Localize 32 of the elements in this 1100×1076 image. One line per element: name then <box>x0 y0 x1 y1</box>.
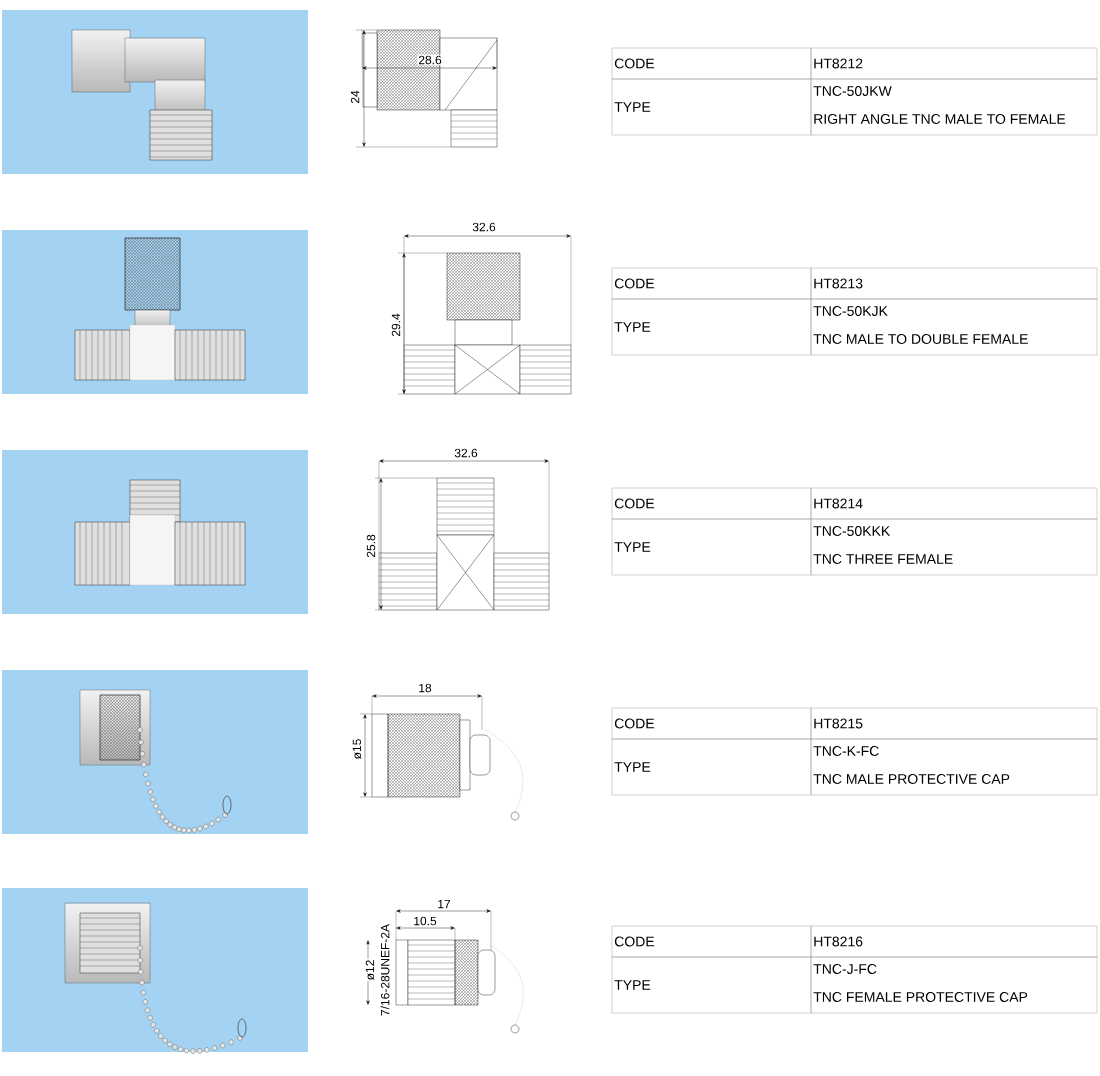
table-cell: TNC-J-FC TNC FEMALE PROTECTIVE CAP <box>810 956 1098 1014</box>
dimension-label: ø12 <box>364 958 376 982</box>
table-cell: CODE <box>611 707 812 740</box>
table-cell: TNC-K-FC TNC MALE PROTECTIVE CAP <box>810 738 1098 796</box>
table-cell: TYPE <box>611 298 812 356</box>
dimension-label: 10.5 <box>412 915 438 927</box>
table-cell: TNC-50JKW RIGHT ANGLE TNC MALE TO FEMALE <box>810 78 1098 136</box>
table-cell: TYPE <box>611 738 812 796</box>
table-cell: HT8212 <box>810 47 1098 80</box>
table-cell: HT8216 <box>810 925 1098 958</box>
dimension-label: 7/16-28UNEF-2A <box>379 923 391 1018</box>
table-cell: HT8213 <box>810 267 1098 300</box>
table-cell: TYPE <box>611 78 812 136</box>
table-cell: TYPE <box>611 518 812 576</box>
dimension-label: 18 <box>417 682 433 694</box>
table-cell: HT8215 <box>810 707 1098 740</box>
table-cell: TYPE <box>611 956 812 1014</box>
dimension-label: 24 <box>349 89 361 105</box>
table-cell: CODE <box>611 267 812 300</box>
table-cell: TNC-50KKK TNC THREE FEMALE <box>810 518 1098 576</box>
dimension-label: 28.6 <box>417 54 443 66</box>
table-cell: CODE <box>611 925 812 958</box>
table-cell: TNC-50KJK TNC MALE TO DOUBLE FEMALE <box>810 298 1098 356</box>
dimension-label: 25.8 <box>365 533 377 559</box>
table-cell: CODE <box>611 487 812 520</box>
dimension-label: 29.4 <box>390 312 402 338</box>
table-cell: CODE <box>611 47 812 80</box>
dimension-label: ø15 <box>351 737 363 761</box>
dimension-label: 32.6 <box>453 447 479 459</box>
dimension-label: 32.6 <box>471 221 497 233</box>
dimension-label: 17 <box>436 898 452 910</box>
table-cell: HT8214 <box>810 487 1098 520</box>
